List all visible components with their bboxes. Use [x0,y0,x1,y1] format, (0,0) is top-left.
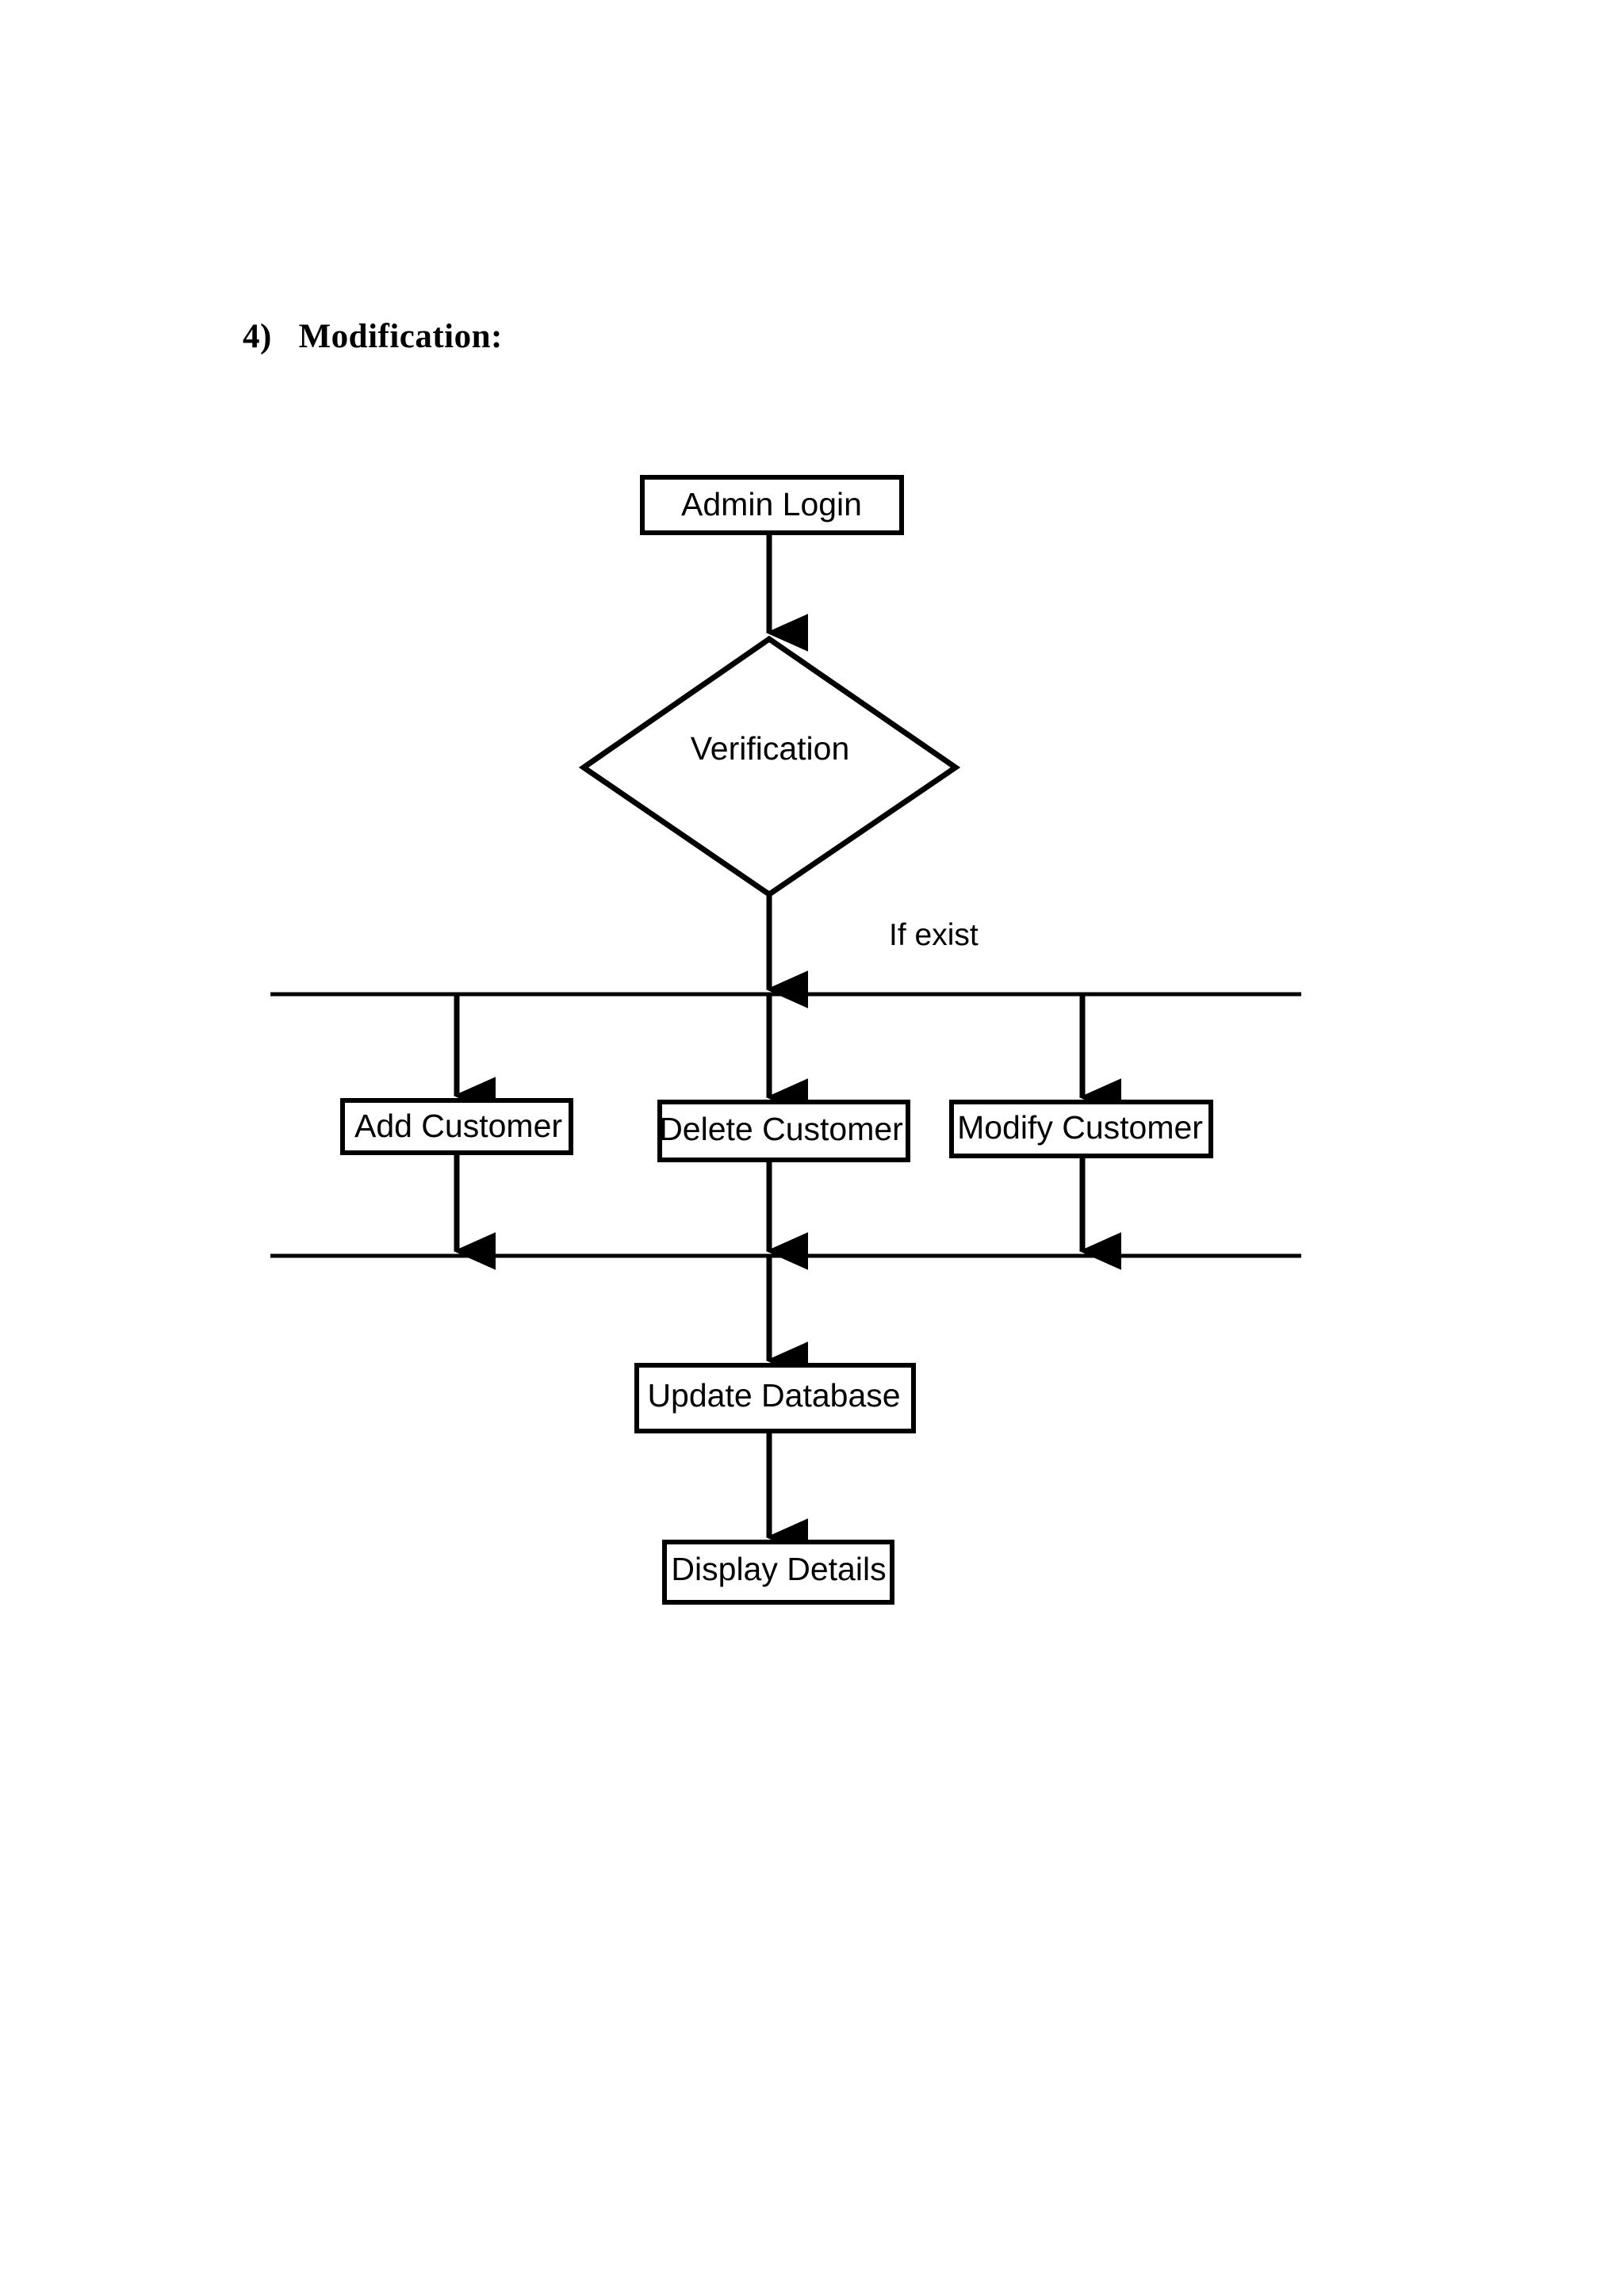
node-admin-login[interactable]: Admin Login [640,475,904,535]
node-delete-customer-label: Delete Customer [659,1111,903,1147]
node-verification-label: Verification [691,730,850,767]
node-display-details-label: Display Details [671,1551,886,1587]
node-display-details[interactable]: Display Details [662,1540,894,1605]
node-modify-customer[interactable]: Modify Customer [949,1100,1213,1158]
page-heading: 4) Modification: [243,318,503,355]
node-modify-customer-label: Modify Customer [957,1109,1203,1146]
node-admin-login-label: Admin Login [681,486,862,522]
node-verification[interactable]: Verification [578,635,961,898]
node-add-customer[interactable]: Add Customer [340,1098,573,1155]
node-update-database-label: Update Database [647,1377,900,1414]
edge-label-if-exist: If exist [889,918,979,952]
node-delete-customer[interactable]: Delete Customer [657,1100,910,1162]
node-add-customer-label: Add Customer [354,1108,562,1144]
node-update-database[interactable]: Update Database [634,1363,916,1433]
